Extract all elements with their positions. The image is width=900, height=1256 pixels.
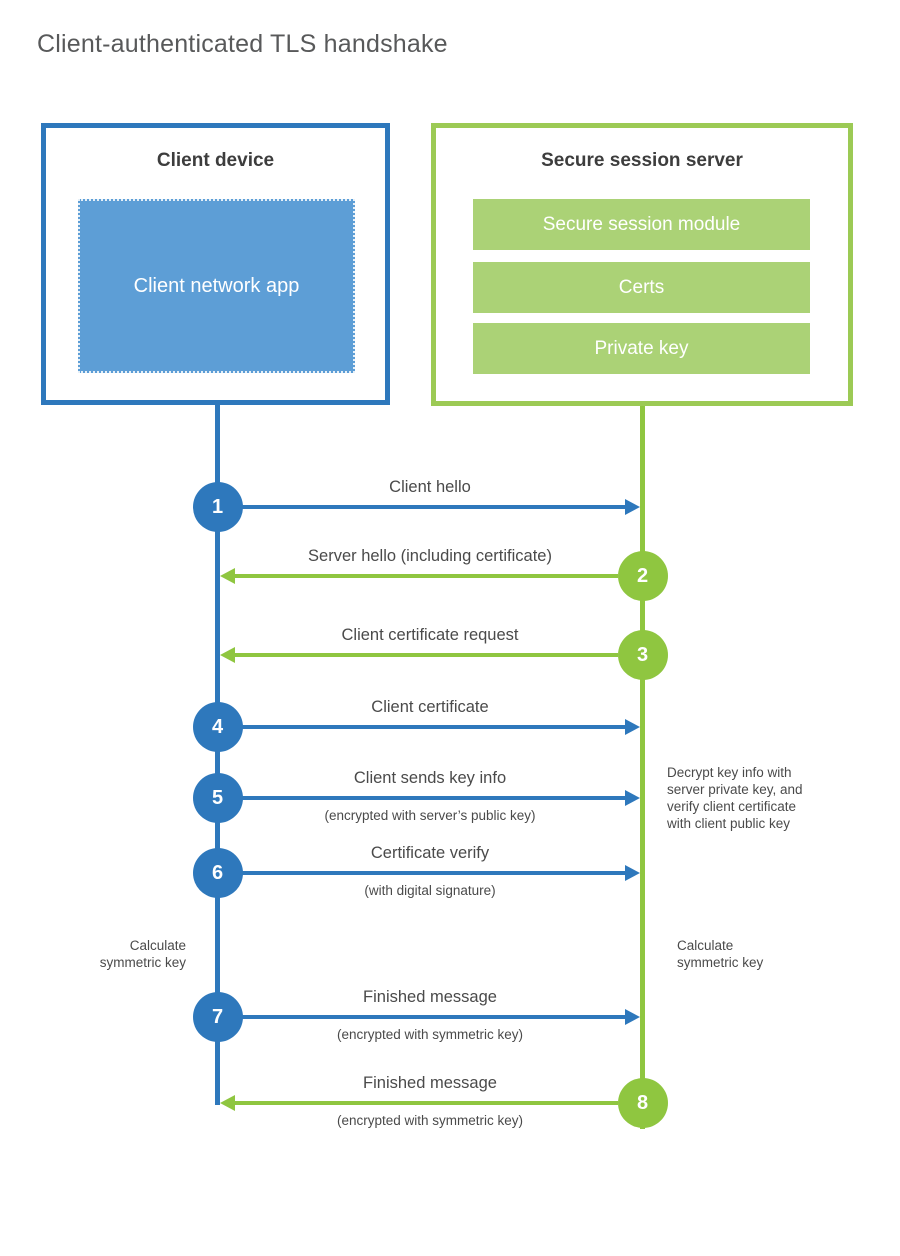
step-6-arrow [240, 871, 625, 875]
step-3-circle: 3 [617, 630, 668, 680]
client-network-app-box: Client network app [78, 199, 355, 373]
client-network-app-label: Client network app [133, 275, 300, 297]
step-5-circle: 5 [192, 773, 243, 823]
step-6-sublabel: (with digital signature) [364, 883, 496, 898]
step-8-arrow [235, 1101, 618, 1105]
step-6-label: Certificate verify [370, 844, 490, 862]
calculate-symmetric-key-note-client: Calculate symmetric key [99, 938, 186, 970]
calculate-symmetric-key-note-server: Calculate symmetric key [677, 938, 764, 970]
step-8-label: Finished message [363, 1074, 497, 1092]
server-module-private-key: Private key [473, 323, 810, 374]
step-7-circle: 7 [192, 992, 243, 1042]
step-5-arrow [240, 796, 625, 800]
page-title: Client-authenticated TLS handshake [37, 30, 448, 58]
step-4-arrow [240, 725, 625, 729]
step-7-label: Finished message [363, 988, 497, 1006]
server-module-certs: Certs [473, 262, 810, 313]
server-module-secure-session-module: Secure session module [473, 199, 810, 250]
step-3-arrowhead-icon [220, 647, 235, 663]
step-1-arrow [240, 505, 625, 509]
step-1-circle: 1 [192, 482, 243, 532]
secure-session-server-title: Secure session server [541, 150, 743, 171]
step-8-sublabel: (encrypted with symmetric key) [336, 1113, 524, 1128]
step-6-circle: 6 [192, 848, 243, 898]
step-1-arrowhead-icon [625, 499, 640, 515]
step-5-label: Client sends key info [353, 769, 507, 787]
step-5-sublabel: (encrypted with server’s public key) [324, 808, 536, 823]
server-lifeline [640, 406, 645, 1129]
step-3-label: Client certificate request [341, 626, 519, 644]
step-5-arrowhead-icon [625, 790, 640, 806]
step-2-circle: 2 [617, 551, 668, 601]
step-4-label: Client certificate [371, 698, 489, 716]
step-4-circle: 4 [192, 702, 243, 752]
step-8-arrowhead-icon [220, 1095, 235, 1111]
step-2-arrowhead-icon [220, 568, 235, 584]
step-8-circle: 8 [617, 1078, 668, 1128]
step-2-label: Server hello (including certificate) [308, 547, 552, 565]
step-7-arrowhead-icon [625, 1009, 640, 1025]
step-3-arrow [235, 653, 618, 657]
step-7-arrow [240, 1015, 625, 1019]
decrypt-note: Decrypt key info with server private key… [667, 765, 803, 831]
step-2-arrow [235, 574, 618, 578]
step-7-sublabel: (encrypted with symmetric key) [336, 1027, 524, 1042]
step-1-label: Client hello [389, 478, 471, 496]
client-lifeline [215, 405, 220, 1105]
client-device-title: Client device [156, 150, 275, 171]
step-6-arrowhead-icon [625, 865, 640, 881]
step-4-arrowhead-icon [625, 719, 640, 735]
